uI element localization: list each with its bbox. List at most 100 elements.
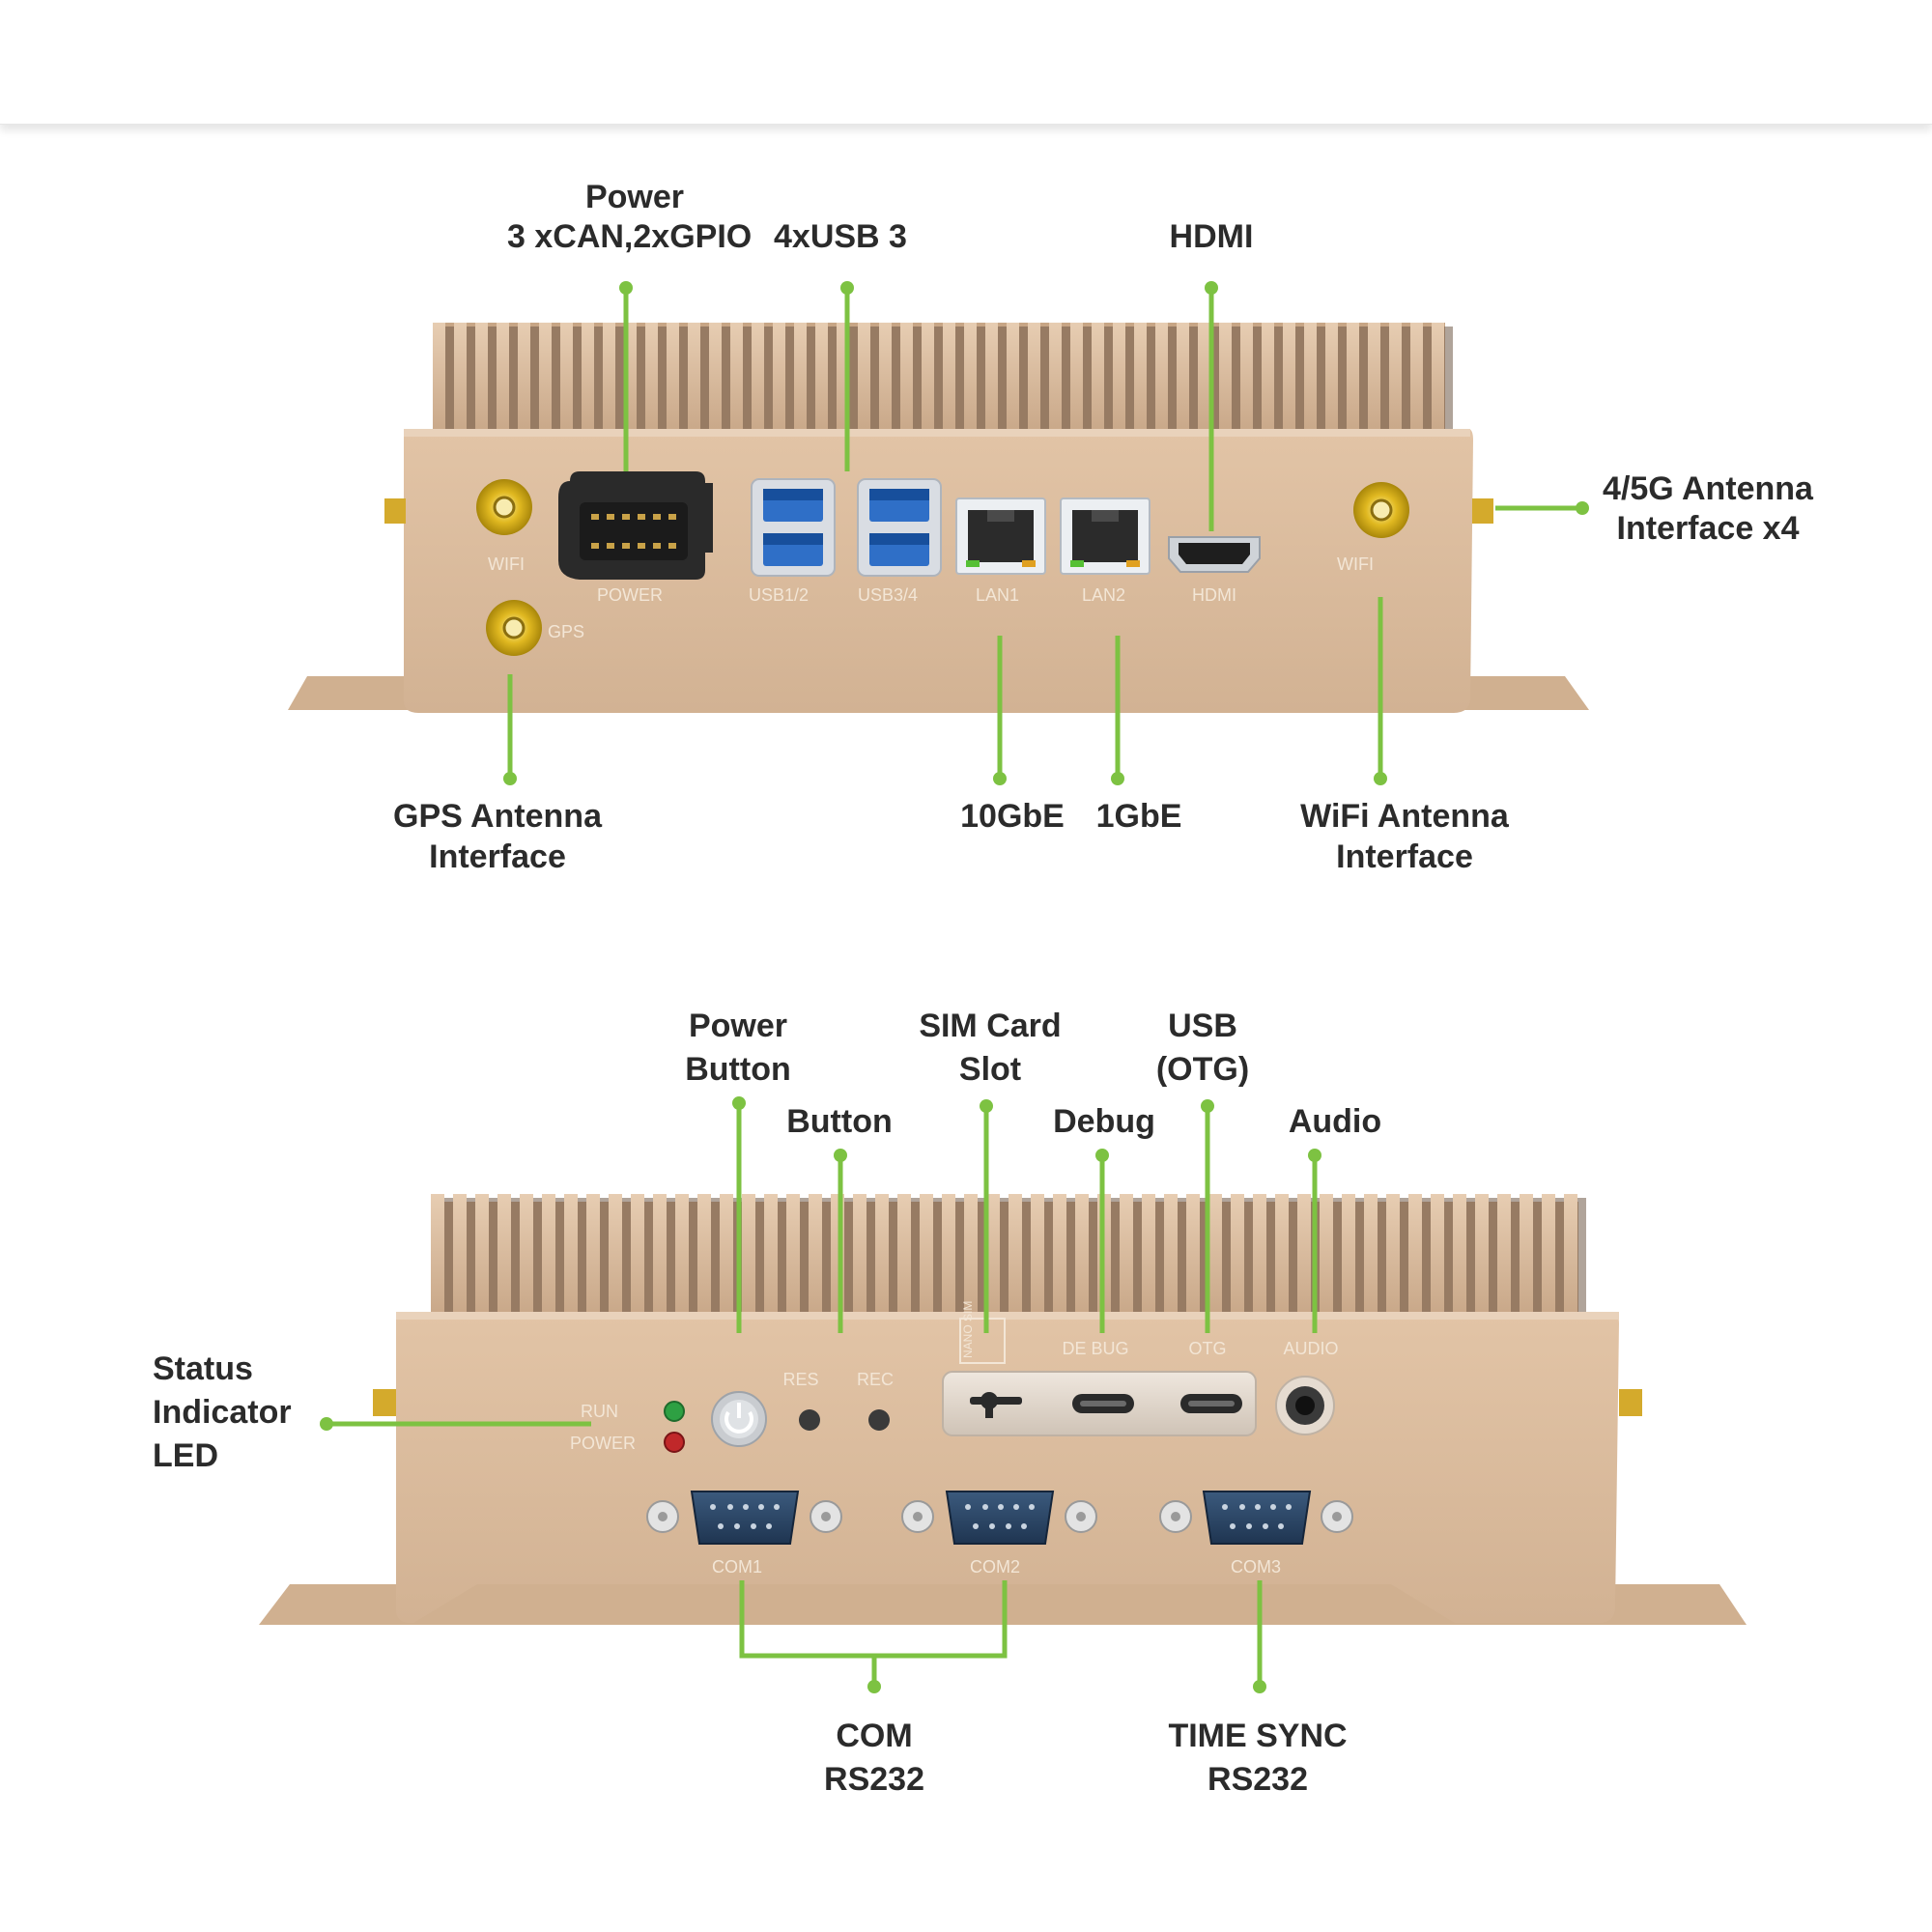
label-power-button-line1: Power <box>689 1008 787 1044</box>
heatsink-gap <box>933 1198 942 1314</box>
heatsink-fin <box>1364 1194 1378 1314</box>
heatsink-gap <box>1000 1198 1009 1314</box>
power-connector <box>558 471 713 580</box>
label-usb-otg-line2: (OTG) <box>1156 1051 1249 1088</box>
heatsink-fin <box>564 1194 578 1314</box>
sim-card-slot <box>970 1392 1022 1418</box>
heatsink-fin <box>539 323 552 431</box>
heatsink-gap <box>1104 327 1113 431</box>
silk-front-power: POWER <box>570 1434 636 1453</box>
rear-left-antenna-stub <box>384 498 406 524</box>
heatsink-fin <box>1347 323 1359 431</box>
label-sim-line1: SIM Card <box>919 1008 1061 1044</box>
heatsink-gap <box>1266 1198 1275 1314</box>
heatsink-gap <box>600 1198 609 1314</box>
silk-otg: OTG <box>1189 1339 1227 1358</box>
heatsink-fin <box>943 323 955 431</box>
heatsink-gap <box>1125 327 1134 431</box>
heatsink-gap <box>1378 1198 1386 1314</box>
heatsink-gap <box>1200 1198 1208 1314</box>
heatsink-fin <box>986 1194 1000 1314</box>
silk-power: POWER <box>597 585 663 605</box>
heatsink-gap <box>934 327 943 431</box>
label-wifi-line1: WiFi Antenna <box>1300 798 1510 835</box>
heatsink-fin <box>631 1194 644 1314</box>
heatsink-gap <box>1577 1198 1586 1314</box>
heatsink-fin <box>1219 323 1232 431</box>
heatsink-gap <box>1466 1198 1475 1314</box>
heatsink-gap <box>889 1198 897 1314</box>
silk-hdmi: HDMI <box>1192 585 1236 605</box>
heatsink-gap <box>637 327 645 431</box>
label-time-sync-line2: RS232 <box>1208 1761 1308 1798</box>
label-power-line1: Power <box>585 179 684 215</box>
heatsink-gap <box>1422 1198 1431 1314</box>
heatsink-fin <box>1564 1194 1577 1314</box>
heatsink-gap <box>1355 1198 1364 1314</box>
label-power-button-line2: Button <box>685 1051 791 1088</box>
heatsink-gap <box>1062 327 1070 431</box>
rear-device: WIFI GPS POWER <box>288 323 1589 713</box>
label-status-line3: LED <box>153 1437 218 1474</box>
rear-callout-labels: Power 3 xCAN,2xGPIO 4xUSB 3 HDMI 4/5G An… <box>393 179 1814 875</box>
heatsink-gap <box>755 1198 764 1314</box>
heatsink-gap <box>1444 1198 1453 1314</box>
heatsink-gap <box>711 1198 720 1314</box>
heatsink-gap <box>1511 1198 1520 1314</box>
heatsink-gap <box>1274 327 1283 431</box>
power-led <box>664 1432 685 1453</box>
heatsink-fin <box>1028 323 1040 431</box>
heatsink-fin <box>1070 323 1083 431</box>
front-leader-lines <box>320 1096 1321 1693</box>
heatsink-fin <box>879 323 892 431</box>
reset-button <box>799 1409 820 1431</box>
heatsink-fin <box>809 1194 822 1314</box>
heatsink-fin <box>900 323 913 431</box>
label-lan2: 1GbE <box>1096 798 1182 835</box>
label-5g-line2: Interface x4 <box>1617 510 1800 547</box>
heatsink-fin <box>1325 323 1338 431</box>
heatsink-fin <box>1262 323 1274 431</box>
heatsink-gap <box>1222 1198 1231 1314</box>
label-hdmi: HDMI <box>1170 218 1254 255</box>
heatsink-gap <box>489 1198 497 1314</box>
heatsink-fin <box>497 1194 511 1314</box>
heatsink-gap <box>1253 327 1262 431</box>
heatsink-gap <box>1022 1198 1031 1314</box>
heatsink-fin <box>1304 323 1317 431</box>
front-callout-labels: Power Button Button SIM Card Slot Debug … <box>153 1008 1381 1798</box>
heatsink-fin <box>1092 323 1104 431</box>
heatsink-fin <box>582 323 594 431</box>
heatsink-gap <box>679 327 688 431</box>
heatsink-fin <box>667 323 679 431</box>
heatsink-gap <box>552 327 560 431</box>
heatsink-gap <box>743 327 752 431</box>
heatsink-gap <box>1066 1198 1075 1314</box>
heatsink-fin <box>586 1194 600 1314</box>
top-bar <box>0 0 1932 125</box>
heatsink-fin <box>433 323 445 431</box>
heatsink-gap <box>844 1198 853 1314</box>
heatsink-gap <box>667 1198 675 1314</box>
heatsink-gap <box>533 1198 542 1314</box>
lan1-rj45-port <box>955 497 1046 575</box>
heatsink-gap <box>594 327 603 431</box>
heatsink-gap <box>1400 1198 1408 1314</box>
heatsink-fin <box>1009 1194 1022 1314</box>
heatsink-fin <box>1231 1194 1244 1314</box>
silk-rec: REC <box>857 1370 894 1389</box>
heatsink-fin <box>454 323 467 431</box>
heatsink-fin <box>752 323 764 431</box>
silk-lan1: LAN1 <box>976 585 1019 605</box>
heatsink-gap <box>1489 1198 1497 1314</box>
label-debug: Debug <box>1053 1103 1155 1140</box>
silk-gps: GPS <box>548 622 584 641</box>
silk-com1: COM1 <box>712 1557 762 1577</box>
heatsink-fin <box>475 323 488 431</box>
heatsink-fin <box>764 1194 778 1314</box>
heatsink-fin <box>453 1194 467 1314</box>
heatsink-gap <box>785 327 794 431</box>
heatsink-fin <box>1113 323 1125 431</box>
heatsink-gap <box>1333 1198 1342 1314</box>
front-heatsink-fins <box>431 1194 1586 1314</box>
